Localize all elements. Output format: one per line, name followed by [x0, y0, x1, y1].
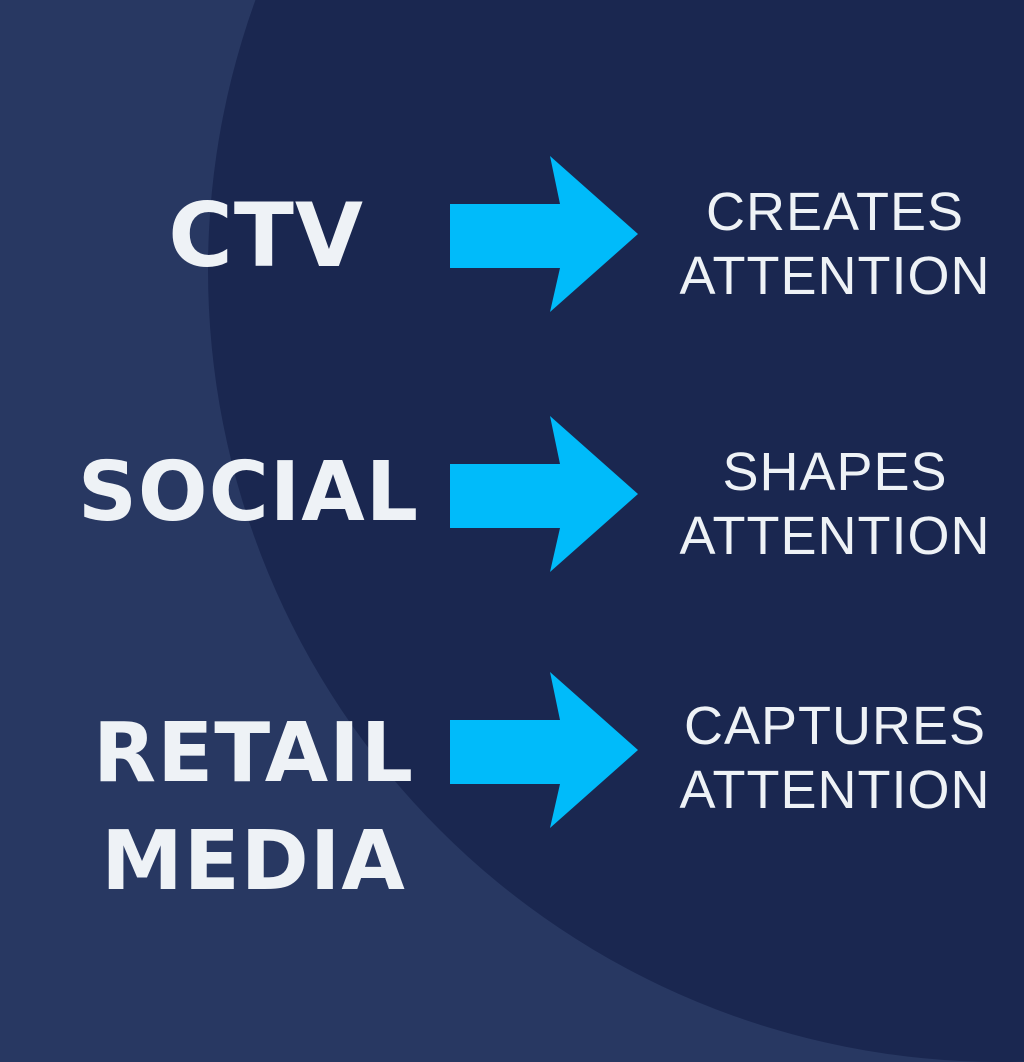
effect-label-creates: CREATES ATTENTION — [660, 180, 1010, 308]
right-arrow-icon — [450, 672, 638, 828]
effect-line-1: SHAPES — [722, 442, 948, 502]
row-social: SOCIAL SHAPES ATTENTION — [0, 410, 1024, 580]
channel-label-social: SOCIAL — [77, 445, 419, 540]
channel-line-2: MEDIA — [101, 814, 406, 909]
effect-line-1: CAPTURES — [683, 696, 987, 756]
channel-label-ctv: CTV — [168, 184, 364, 287]
effect-label-shapes: SHAPES ATTENTION — [660, 440, 1010, 568]
effect-line-2: ATTENTION — [679, 506, 991, 566]
row-ctv: CTV CREATES ATTENTION — [0, 150, 1024, 320]
effect-label-captures: CAPTURES ATTENTION — [660, 694, 1010, 822]
row-retail-media: RETAIL MEDIA CAPTURES ATTENTION — [0, 670, 1024, 910]
right-arrow-icon — [450, 156, 638, 312]
channel-line-1: RETAIL — [93, 706, 414, 801]
effect-line-2: ATTENTION — [679, 760, 991, 820]
channel-label-retail-media: RETAIL MEDIA — [93, 700, 414, 916]
effect-line-1: CREATES — [705, 182, 965, 242]
effect-line-2: ATTENTION — [679, 246, 991, 306]
right-arrow-icon — [450, 416, 638, 572]
